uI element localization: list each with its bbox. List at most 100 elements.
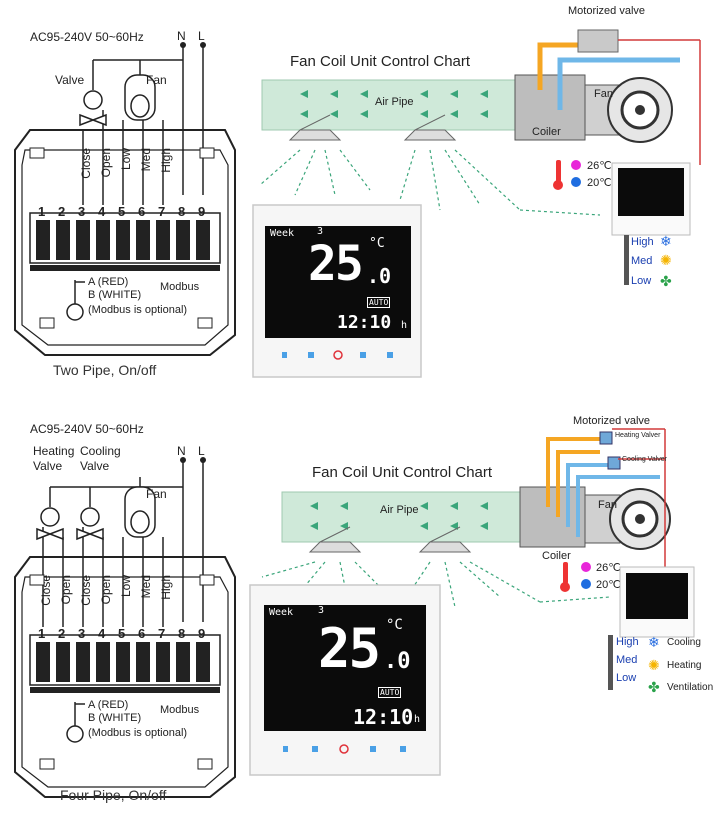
voltage-label: AC95-240V 50~60Hz [30, 30, 144, 44]
lcd-time-suffix: h [414, 714, 421, 725]
terminal-number: 1 [38, 204, 46, 219]
neutral-label: N [177, 29, 186, 43]
speed-high: High [616, 636, 639, 648]
lcd-decimal: .0 [384, 649, 411, 674]
temp-hot-label: 26℃ [587, 160, 612, 172]
temp-hot-label: 26℃ [596, 562, 621, 574]
line-label: L [198, 29, 205, 43]
terminal-number: 8 [178, 204, 186, 219]
two-pipe-diagram: ❄ ✺ ✤ AC95-240V 50~60Hz N L Valve Fan Cl… [0, 0, 714, 406]
modbus-note: (Modbus is optional) [88, 304, 188, 316]
fan-unit-label: Fan [594, 88, 613, 100]
lcd-week: Week [269, 607, 294, 618]
terminal-low: Low [119, 575, 133, 598]
svg-text:✤: ✤ [648, 680, 660, 696]
terminal-number: 4 [98, 626, 106, 641]
air-pipe-label: Air Pipe [380, 504, 419, 516]
terminal-cooling-open: Open [99, 575, 113, 605]
terminal-number: 6 [138, 626, 146, 641]
lcd-time-suffix: h [401, 320, 408, 331]
terminal-number: 1 [38, 626, 46, 641]
terminal-close: Close [79, 148, 93, 179]
cooling-valve-label-2: Valve [80, 459, 110, 473]
terminal-number: 9 [198, 204, 206, 219]
terminal-low: Low [119, 148, 133, 171]
lcd-time: 12:10 [353, 705, 414, 729]
heating-valve-label: Heating [33, 444, 75, 458]
heating-valve-label-2: Valve [33, 459, 63, 473]
lcd-week: Week [270, 228, 295, 239]
two-pipe-drawing: ❄ ✺ ✤ [14, 29, 701, 378]
lcd-temperature: 25 [318, 617, 381, 680]
lcd-day: 3 [317, 226, 324, 237]
chart-title: Fan Coil Unit Control Chart [290, 53, 471, 70]
terminal-number: 8 [178, 626, 186, 641]
cooling-valve-label: Cooling [80, 444, 121, 458]
modbus-note: (Modbus is optional) [88, 727, 188, 739]
heating-valver-label: Heating Valver [615, 432, 661, 439]
modbus-a-label: A (RED) [88, 699, 129, 711]
four-pipe-diagram: ❄ ✺ ✤ AC95-240V 50~60Hz N L Heating Valv… [0, 407, 714, 813]
svg-text:❄: ❄ [660, 234, 672, 250]
air-pipe-label: Air Pipe [375, 96, 414, 108]
terminal-number: 3 [78, 626, 86, 641]
terminal-number: 7 [158, 204, 166, 219]
terminal-med: Med [139, 148, 153, 172]
diagram-caption: Two Pipe, On/off [53, 362, 157, 378]
line-label: L [198, 444, 205, 458]
svg-text:✺: ✺ [648, 658, 660, 674]
fan-label: Fan [146, 487, 167, 501]
terminal-number: 5 [118, 204, 126, 219]
terminal-number: 3 [78, 204, 86, 219]
terminal-cooling-close: Close [79, 575, 93, 606]
svg-text:❄: ❄ [648, 635, 660, 651]
mode-ventilation: Ventilation [667, 682, 714, 693]
lcd-time: 12:10 [337, 312, 392, 333]
lcd-mode: AUTO [378, 687, 402, 698]
diagram-caption: Four Pipe, On/off [60, 787, 167, 803]
terminal-high: High [159, 575, 173, 600]
motorized-valve-label: Motorized valve [573, 415, 651, 427]
speed-low: Low [631, 275, 652, 287]
modbus-a-label: A (RED) [88, 276, 129, 288]
terminal-med: Med [139, 575, 153, 599]
lcd-mode: AUTO [367, 297, 391, 308]
terminal-open: Open [99, 148, 113, 178]
svg-text:✺: ✺ [660, 253, 672, 269]
lcd-day: 3 [318, 605, 325, 616]
terminal-number: 2 [58, 626, 66, 641]
cooling-valver-label: Cooling Valver [622, 456, 668, 463]
lcd-unit: °C [369, 236, 385, 251]
terminal-number: 5 [118, 626, 126, 641]
modbus-b-label: B (WHITE) [88, 712, 142, 724]
mode-cooling: Cooling [667, 637, 701, 648]
fan-label: Fan [146, 73, 167, 87]
neutral-label: N [177, 444, 186, 458]
motorized-valve-label: Motorized valve [568, 5, 646, 17]
temp-cold-label: 20℃ [587, 177, 612, 189]
chart-title: Fan Coil Unit Control Chart [312, 464, 493, 481]
coiler-label: Coiler [532, 126, 561, 138]
terminal-high: High [159, 148, 173, 173]
speed-med: Med [616, 654, 638, 666]
fan-unit-label: Fan [598, 499, 617, 511]
terminal-number: 7 [158, 626, 166, 641]
coiler-label: Coiler [542, 550, 571, 562]
lcd-unit: °C [386, 617, 403, 633]
terminal-number: 6 [138, 204, 146, 219]
modbus-b-label: B (WHITE) [88, 289, 142, 301]
terminal-number: 4 [98, 204, 106, 219]
modbus-label: Modbus [160, 704, 200, 716]
modbus-label: Modbus [160, 281, 200, 293]
terminal-heating-open: Open [59, 575, 73, 605]
valve-label: Valve [55, 73, 85, 87]
lcd-temperature: 25 [308, 236, 364, 292]
terminal-number: 2 [58, 204, 66, 219]
voltage-label: AC95-240V 50~60Hz [30, 422, 144, 436]
mode-heating: Heating [667, 660, 702, 671]
lcd-decimal: .0 [367, 264, 392, 288]
terminal-heating-close: Close [39, 575, 53, 606]
svg-text:✤: ✤ [660, 274, 672, 290]
speed-high: High [631, 236, 654, 248]
speed-low: Low [616, 672, 637, 684]
